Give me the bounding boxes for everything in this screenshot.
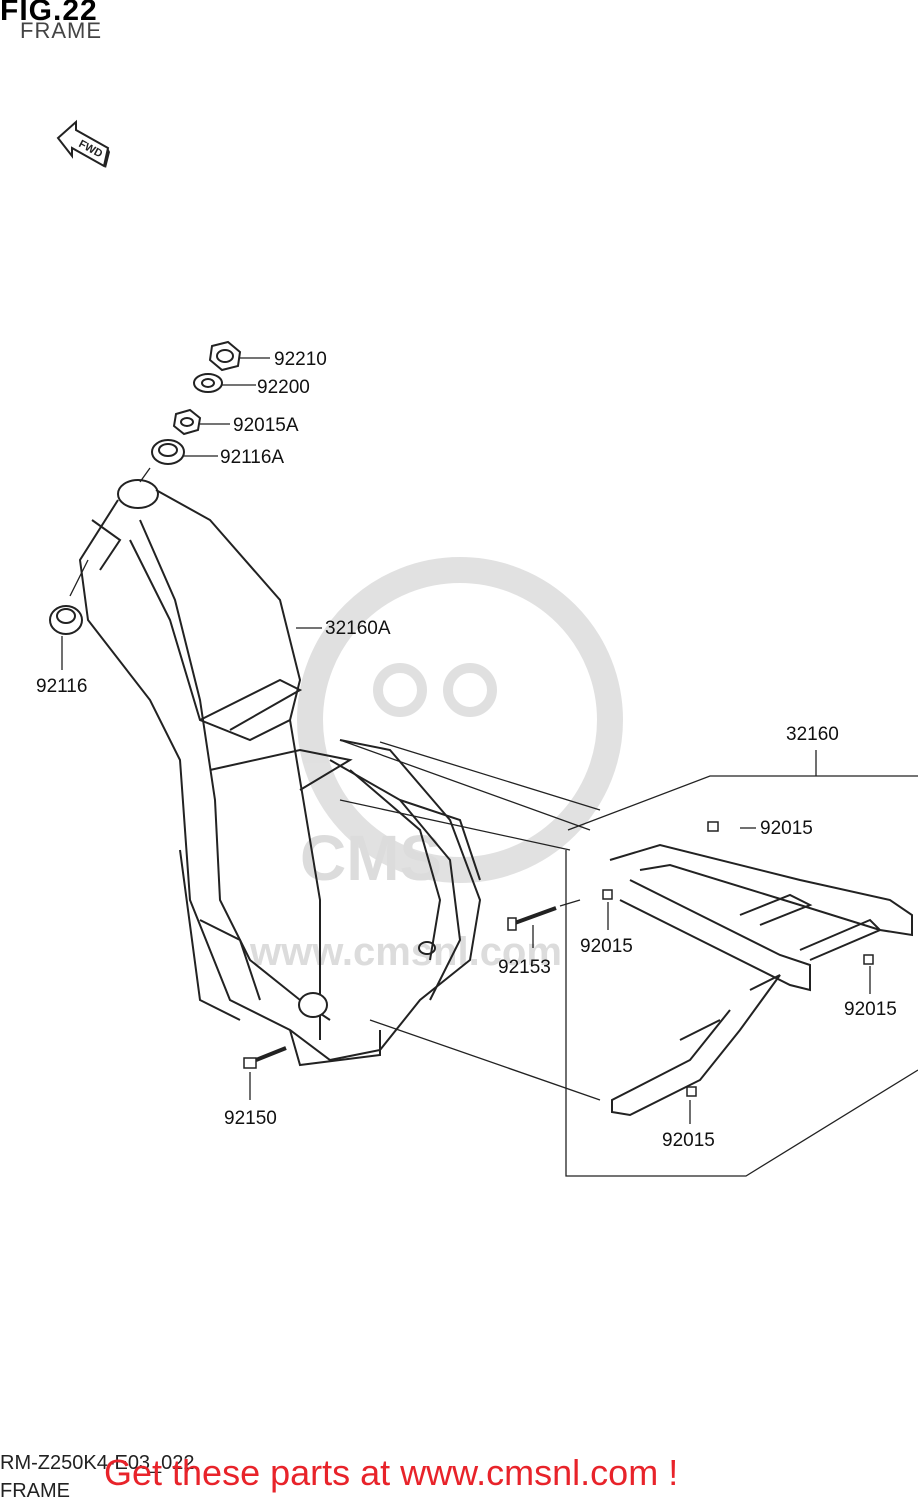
fwd-arrow-icon: FWD — [56, 119, 110, 168]
watermark-logo — [297, 557, 623, 883]
promo-link[interactable]: Get these parts at www.cmsnl.com ! — [104, 1452, 679, 1493]
part-label-92150: 92150 — [224, 1108, 277, 1129]
bolt-92015-c-icon — [863, 954, 874, 965]
steering-hardware — [49, 340, 242, 635]
bolt-92153-icon — [507, 906, 557, 931]
bolt-92150-icon — [243, 1046, 287, 1069]
watermark-url: www.cmsnl.com — [249, 930, 562, 974]
nut-icon — [208, 340, 242, 372]
guide-lines — [61, 357, 918, 1177]
figure-title: FIG.22 — [0, 0, 98, 27]
part-label-92200: 92200 — [257, 377, 310, 398]
part-label-92015A: 92015A — [233, 415, 299, 436]
bearing-bottom-icon — [49, 605, 83, 635]
bolt-92015-a-icon — [707, 821, 719, 832]
part-label-92116A: 92116A — [220, 447, 284, 468]
part-label-92015-mid: 92015 — [580, 936, 633, 957]
part-label-92015-top: 92015 — [760, 818, 813, 839]
main-frame — [78, 479, 482, 1067]
part-label-92116: 92116 — [36, 676, 87, 697]
watermark-brand: CMS — [300, 822, 442, 894]
part-label-92015-right: 92015 — [844, 999, 897, 1020]
diagram-code: RM-Z250K4-E03_022 — [0, 1452, 195, 1474]
bolt-92015-b-icon — [602, 889, 613, 900]
part-label-92015-bottom: 92015 — [662, 1130, 715, 1151]
figure-subtitle: FRAME — [20, 18, 102, 43]
rear-subframe — [609, 843, 913, 1117]
lock-nut-icon — [172, 408, 202, 436]
bolt-92015-d-icon — [686, 1086, 697, 1097]
fasteners — [243, 821, 874, 1097]
footer-frame-label: FRAME — [0, 1480, 70, 1502]
bearing-top-icon — [151, 439, 185, 465]
part-label-92210: 92210 — [274, 349, 327, 370]
part-label-32160: 32160 — [786, 724, 839, 745]
part-label-32160A: 32160A — [325, 618, 391, 639]
part-label-92153: 92153 — [498, 957, 551, 978]
washer-icon — [193, 373, 223, 393]
